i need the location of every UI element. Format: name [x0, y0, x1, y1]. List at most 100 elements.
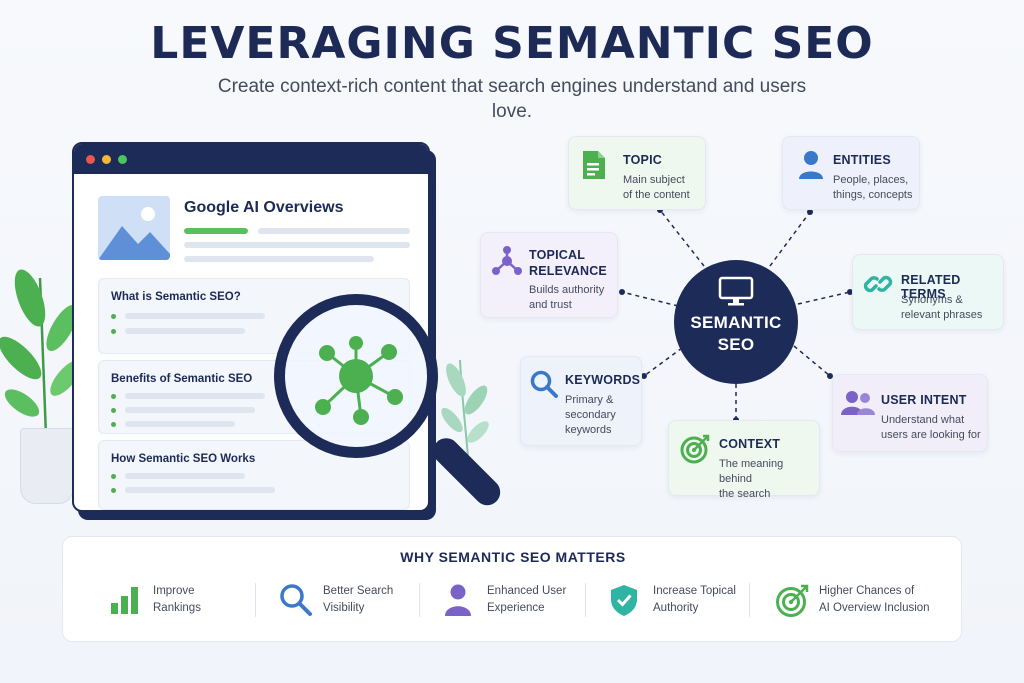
benefit-text: Better Search Visibility: [323, 583, 393, 617]
benefit-text-line: Visibility: [323, 602, 365, 614]
divider: [419, 583, 420, 617]
text-line: [125, 473, 245, 479]
section-title: How Semantic SEO Works: [111, 453, 256, 465]
browser-heading: Google AI Overviews: [184, 199, 344, 216]
semantic-seo-hub: SEMANTIC SEO: [674, 260, 798, 384]
concept-title: RELATED TERMS: [901, 273, 961, 301]
search-icon: [530, 370, 558, 398]
network-graph-icon: [315, 336, 403, 425]
hub-label-line2: SEO: [717, 335, 755, 354]
benefit-text: Increase Topical Authority: [653, 583, 736, 617]
text-line: [125, 487, 275, 493]
minimize-dot-icon: [102, 154, 111, 164]
concept-desc-line: keywords: [565, 424, 612, 436]
concept-topical-relevance: TOPICAL RELEVANCE Builds authority and t…: [480, 232, 618, 318]
divider: [749, 583, 750, 617]
why-matters-title: WHY SEMANTIC SEO MATTERS: [400, 549, 626, 565]
concept-desc-line: Synonyms &: [901, 294, 963, 306]
concept-title: ENTITIES: [833, 153, 891, 167]
bullet-icon: [111, 408, 116, 413]
bullet-icon: [111, 422, 116, 427]
text-line: [258, 228, 410, 234]
concept-title: TOPIC: [623, 153, 662, 167]
benefit-text-line: AI Overview Inclusion: [819, 602, 930, 614]
benefit-item: Improve Rankings: [109, 579, 279, 623]
person-icon: [799, 151, 823, 179]
concept-entities: ENTITIES People, places, things, concept…: [782, 136, 920, 210]
benefit-text: Improve Rankings: [153, 583, 201, 617]
benefit-item: Better Search Visibility: [279, 579, 449, 623]
link-icon: [863, 275, 893, 293]
hub-label: SEMANTIC SEO: [674, 312, 798, 356]
bullet-icon: [111, 474, 116, 479]
shield-check-icon: [611, 585, 637, 616]
search-icon: [280, 584, 312, 616]
concept-context: CONTEXT The meaning behind the search: [668, 420, 820, 500]
document-icon: [583, 151, 605, 179]
concept-desc: People, places, things, concepts: [833, 173, 913, 203]
section-title: Benefits of Semantic SEO: [111, 373, 253, 385]
benefit-text: Higher Chances of AI Overview Inclusion: [819, 583, 930, 617]
concept-desc: Primary & secondary keywords: [565, 393, 616, 438]
network-icon: [492, 246, 522, 275]
text-line: [125, 421, 235, 427]
concept-title: CONTEXT: [719, 437, 781, 451]
concept-desc-line: relevant phrases: [901, 309, 983, 321]
bullet-icon: [111, 314, 116, 319]
person-icon: [445, 584, 471, 616]
target-icon: [776, 584, 809, 617]
concept-keywords: KEYWORDS Primary & secondary keywords: [520, 356, 642, 446]
benefit-text-line: Rankings: [153, 602, 201, 614]
benefit-text-line: Improve: [153, 585, 195, 597]
concept-desc: Understand what users are looking for: [881, 413, 981, 443]
bullet-icon: [111, 329, 116, 334]
benefit-text-line: Enhanced User: [487, 585, 567, 597]
plant-right-illustration: [441, 359, 489, 459]
concept-desc-line: secondary: [565, 409, 616, 421]
benefit-item: Enhanced User Experience: [443, 579, 593, 623]
users-icon: [841, 391, 875, 415]
benefit-text-line: Increase Topical: [653, 585, 736, 597]
magnifier-icon: [274, 294, 438, 458]
benefit-text: Enhanced User Experience: [487, 583, 566, 617]
text-line: [125, 407, 255, 413]
image-placeholder-icon: [98, 196, 170, 260]
hub-label-line1: SEMANTIC: [690, 313, 782, 332]
monitor-icon: [718, 276, 754, 306]
text-line: [184, 242, 410, 248]
browser-titlebar: [74, 144, 428, 174]
concept-desc-line: The meaning behind: [719, 458, 784, 485]
plant-pot: [20, 428, 74, 504]
concept-related-terms: RELATED TERMS Synonyms & relevant phrase…: [852, 254, 1004, 330]
target-icon: [680, 434, 710, 464]
why-matters-panel: WHY SEMANTIC SEO MATTERS Improve Ranking…: [62, 536, 962, 642]
benefit-text-line: Authority: [653, 602, 699, 614]
concept-desc-line: the search: [719, 488, 771, 500]
text-line: [125, 328, 245, 334]
maximize-dot-icon: [118, 154, 127, 164]
concept-desc: The meaning behind the search: [719, 457, 819, 502]
concept-desc-line: Main subject: [623, 174, 685, 186]
bullet-icon: [111, 488, 116, 493]
concept-desc-line: Builds authority: [529, 284, 605, 296]
text-line: [125, 393, 265, 399]
concept-desc-line: and trust: [529, 299, 572, 311]
bullet-icon: [111, 394, 116, 399]
concept-title: TOPICAL RELEVANCE: [529, 247, 607, 279]
concept-desc: Synonyms & relevant phrases: [901, 293, 982, 323]
page-title: LEVERAGING SEMANTIC SEO: [150, 18, 874, 69]
concept-desc: Main subject of the content: [623, 173, 690, 203]
page-subtitle: Create context-rich content that search …: [217, 76, 807, 122]
concept-title-line: TOPICAL: [529, 248, 586, 262]
plant-left-illustration: [0, 269, 82, 437]
close-dot-icon: [86, 154, 95, 164]
concept-desc-line: of the content: [623, 189, 690, 201]
benefit-item: Increase Topical Authority: [609, 579, 769, 623]
concept-user-intent: USER INTENT Understand what users are lo…: [832, 374, 988, 452]
concept-desc-line: People, places,: [833, 174, 909, 186]
benefit-text-line: Better Search: [323, 585, 394, 597]
concept-desc-line: users are looking for: [881, 429, 981, 441]
divider: [255, 583, 256, 617]
text-line: [125, 313, 265, 319]
